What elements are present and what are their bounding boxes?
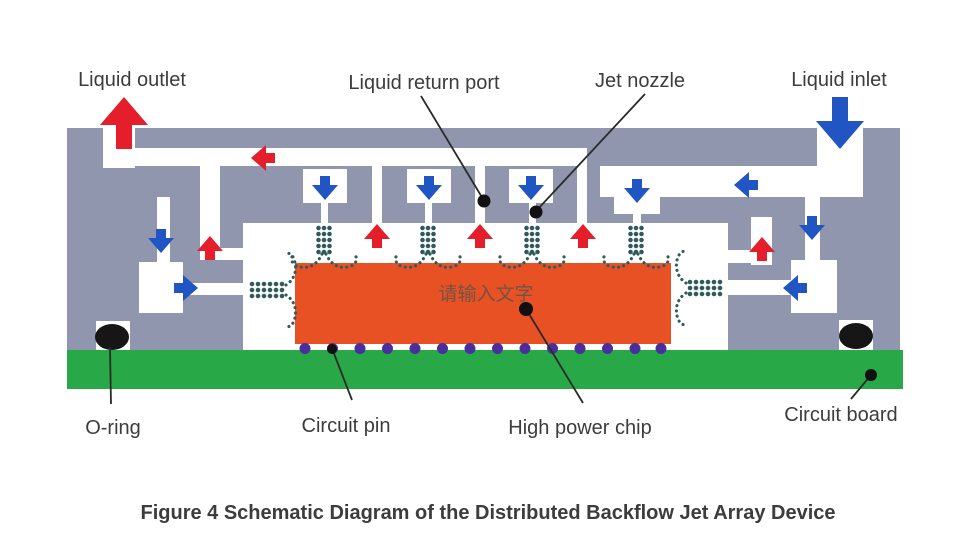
high-power-chip-block bbox=[295, 263, 671, 344]
o-ring-left bbox=[95, 324, 129, 350]
return-riser-1 bbox=[372, 166, 382, 225]
leader-jet-nozzle bbox=[536, 93, 646, 211]
right-feed-channel bbox=[728, 280, 791, 295]
circuit-board-bar bbox=[67, 350, 903, 389]
leader-high-power-chip bbox=[525, 308, 584, 404]
leader-dot-return-port bbox=[477, 194, 491, 208]
right-return-passage bbox=[728, 250, 751, 263]
left-feed-channel bbox=[183, 283, 243, 295]
left-return-passage bbox=[220, 248, 243, 260]
leader-dot-jet-nozzle bbox=[529, 205, 543, 219]
jet-tube-1 bbox=[321, 203, 328, 226]
o-ring-right bbox=[839, 323, 873, 349]
jet-tube-4 bbox=[633, 214, 641, 226]
return-channel bbox=[103, 148, 587, 166]
jet-tube-2 bbox=[425, 203, 432, 226]
leader-liquid-return-port bbox=[420, 95, 484, 200]
label-circuit-board: Circuit board bbox=[784, 404, 897, 426]
leader-circuit-pin bbox=[332, 350, 353, 401]
chip-watermark-text: 请输入文字 bbox=[438, 283, 533, 305]
label-liquid-inlet: Liquid inlet bbox=[791, 69, 887, 91]
leader-dot-high-power-chip bbox=[519, 302, 533, 316]
label-jet-nozzle: Jet nozzle bbox=[595, 70, 685, 92]
label-circuit-pin: Circuit pin bbox=[302, 415, 391, 437]
leader-dot-circuit-pin bbox=[327, 344, 337, 354]
return-riser-3 bbox=[577, 166, 587, 225]
left-return-riser bbox=[200, 166, 220, 260]
figure-caption: Figure 4 Schematic Diagram of the Distri… bbox=[140, 502, 835, 524]
label-liquid-return-port: Liquid return port bbox=[348, 72, 500, 94]
o-rings bbox=[95, 323, 873, 350]
label-high-power-chip: High power chip bbox=[508, 417, 651, 439]
leader-o-ring bbox=[109, 346, 112, 405]
leader-dot-circuit-board bbox=[865, 369, 877, 381]
label-o-ring: O-ring bbox=[85, 417, 141, 439]
label-liquid-outlet: Liquid outlet bbox=[78, 69, 186, 91]
leader-lines bbox=[109, 93, 877, 405]
figure-labels: Liquid outlet Liquid return port Jet noz… bbox=[78, 69, 898, 524]
